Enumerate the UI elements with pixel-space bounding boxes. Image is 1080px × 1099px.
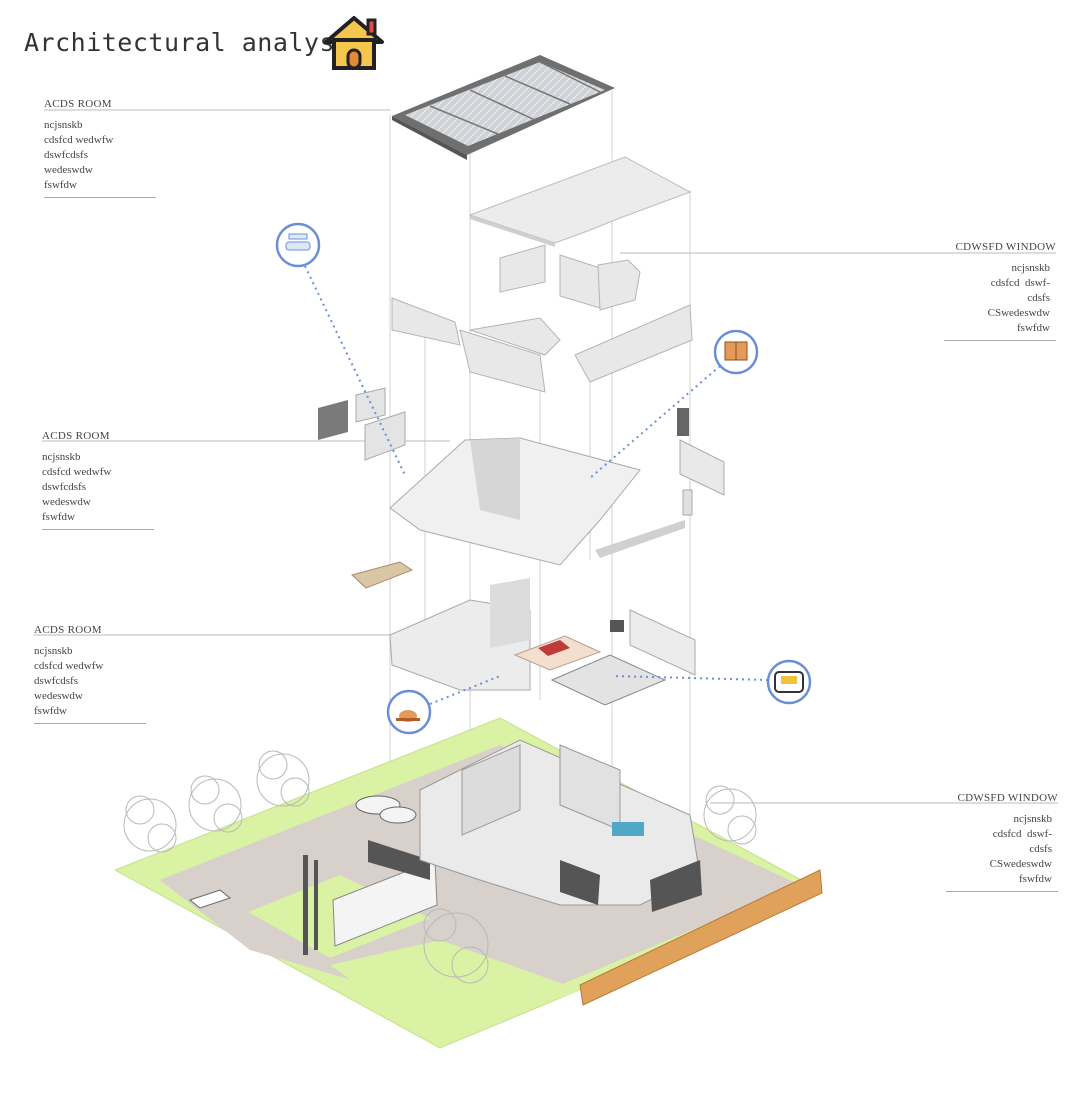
site-layer (113, 717, 823, 1049)
divider (944, 340, 1056, 341)
trees (123, 750, 757, 984)
divider (44, 197, 156, 198)
divider (946, 891, 1058, 892)
note-acds-room-2: ACDS ROOM ncjsnskb cdsfcd wedwfw dswfcds… (42, 429, 154, 530)
bathtub-icon (275, 222, 321, 268)
divider (42, 529, 154, 530)
slab-layer (468, 156, 692, 247)
note-cdwsfd-window-2: CDWSFD WINDOW ncjsnskb cdsfcd dswf- cdsf… (946, 791, 1058, 892)
house-icon (324, 16, 384, 70)
book-icon (713, 329, 759, 375)
note-cdwsfd-window-1: CDWSFD WINDOW ncjsnskb cdsfcd dswf- cdsf… (944, 240, 1056, 341)
dining-icon (386, 689, 432, 735)
upper-walls-layer (391, 244, 693, 393)
sofa-icon (766, 659, 812, 705)
note-acds-room-1: ACDS ROOM ncjsnskb cdsfcd wedwfw dswfcds… (44, 97, 156, 198)
note-acds-room-3: ACDS ROOM ncjsnskb cdsfcd wedwfw dswfcds… (34, 623, 146, 724)
callout-connectors (304, 265, 769, 705)
middle-floor-layer (318, 387, 725, 589)
roof-layer (392, 55, 615, 160)
divider (34, 723, 146, 724)
ground-floor-layer (389, 578, 696, 706)
page-title: Architectural analysis (24, 28, 367, 57)
